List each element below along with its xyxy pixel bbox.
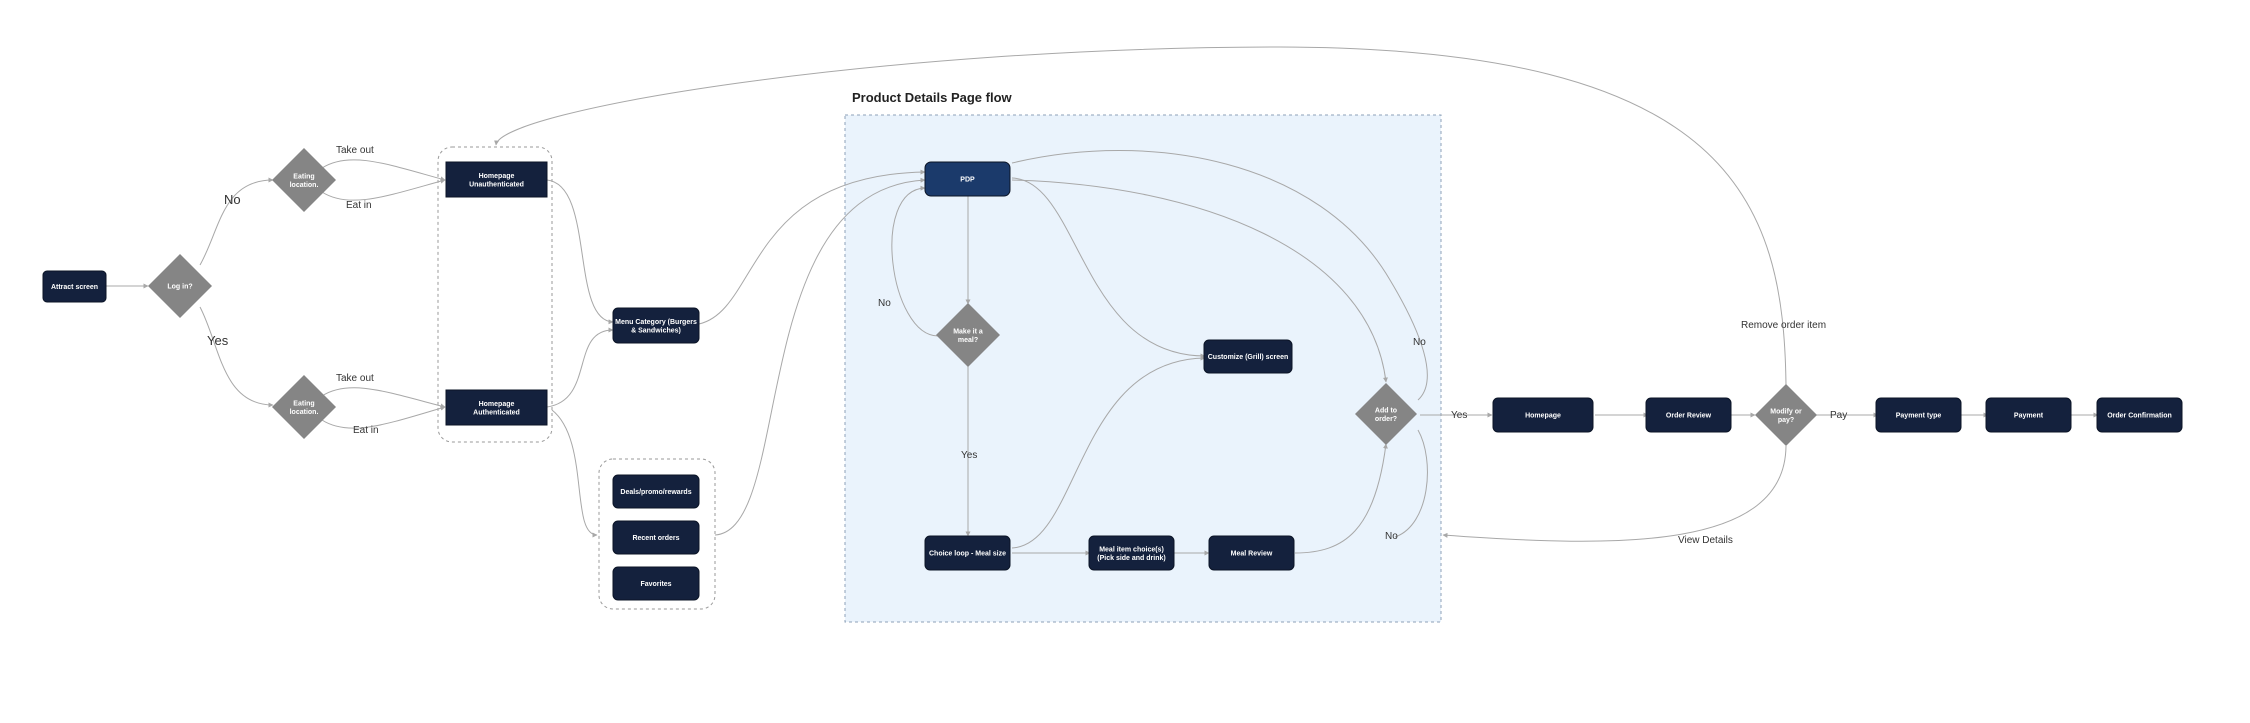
node-attract: Attract screen bbox=[42, 270, 107, 303]
node-shape bbox=[612, 474, 700, 509]
node-shape bbox=[1492, 397, 1594, 433]
node-favorites: Favorites bbox=[612, 566, 700, 601]
label-no-meal: No bbox=[878, 298, 891, 309]
panel-title: Product Details Page flow bbox=[852, 90, 1013, 105]
homepage-group bbox=[437, 146, 553, 443]
label-no-add-bottom: No bbox=[1385, 531, 1398, 542]
decision-shape bbox=[936, 303, 1000, 367]
node-label: Homepage bbox=[1525, 413, 1561, 420]
label-no-login: No bbox=[224, 192, 241, 207]
label-no-add-top: No bbox=[1413, 337, 1426, 348]
node-shape bbox=[924, 161, 1011, 197]
node-login: Log in? bbox=[148, 254, 212, 318]
decision-shape bbox=[1755, 384, 1817, 446]
node-label: Recent orders bbox=[632, 535, 679, 542]
node-confirmation: Order Confirmation bbox=[2096, 397, 2183, 433]
node-shape bbox=[1203, 339, 1293, 374]
node-meal-review: Meal Review bbox=[1208, 535, 1295, 571]
node-shape bbox=[42, 270, 107, 303]
label-takeout-bottom: Take out bbox=[336, 373, 374, 384]
node-menu-category: Menu Category (Burgers& Sandwiches) bbox=[612, 307, 700, 344]
node-order-review: Order Review bbox=[1645, 397, 1732, 433]
decision-shape bbox=[148, 254, 212, 318]
label-yes-meal: Yes bbox=[961, 450, 977, 461]
label-eatin-bottom: Eat in bbox=[353, 425, 379, 436]
label-view-details: View Details bbox=[1678, 535, 1733, 546]
label-yes-login: Yes bbox=[207, 333, 229, 348]
node-payment: Payment bbox=[1985, 397, 2072, 433]
node-shape bbox=[612, 520, 700, 555]
node-label: Meal item choice(s)(Pick side and drink) bbox=[1097, 546, 1165, 562]
node-shape bbox=[612, 307, 700, 344]
node-label: Menu Category (Burgers& Sandwiches) bbox=[615, 319, 697, 335]
decision-shape bbox=[272, 148, 336, 212]
node-label: Payment bbox=[2014, 413, 2044, 420]
decision-shape bbox=[272, 375, 336, 439]
node-shape bbox=[445, 161, 548, 198]
node-label: Favorites bbox=[640, 581, 671, 588]
node-shape bbox=[445, 389, 548, 426]
node-shape bbox=[1875, 397, 1962, 433]
node-shape bbox=[612, 566, 700, 601]
node-meal-item: Meal item choice(s)(Pick side and drink) bbox=[1088, 535, 1175, 571]
node-shape bbox=[924, 535, 1011, 571]
label-takeout-top: Take out bbox=[336, 145, 374, 156]
node-shape bbox=[1985, 397, 2072, 433]
node-label: Choice loop - Meal size bbox=[929, 551, 1006, 558]
edges bbox=[106, 46, 2099, 556]
node-shape bbox=[2096, 397, 2183, 433]
edge-labels: No Yes Take out Eat in Take out Eat in N… bbox=[207, 145, 1847, 546]
node-recent: Recent orders bbox=[612, 520, 700, 555]
node-label: Order Confirmation bbox=[2107, 413, 2172, 420]
node-label: Meal Review bbox=[1231, 551, 1273, 558]
node-label: Payment type bbox=[1896, 413, 1942, 420]
node-choice-loop: Choice loop - Meal size bbox=[924, 535, 1011, 571]
node-shape bbox=[1088, 535, 1175, 571]
node-shape bbox=[1645, 397, 1732, 433]
node-homepage: Homepage bbox=[1492, 397, 1594, 433]
node-label: Order Review bbox=[1666, 413, 1712, 420]
node-label: PDP bbox=[960, 177, 975, 184]
label-pay: Pay bbox=[1830, 410, 1847, 421]
node-label: Attract screen bbox=[51, 284, 98, 291]
node-customize: Customize (Grill) screen bbox=[1203, 339, 1293, 374]
node-deals: Deals/promo/rewards bbox=[612, 474, 700, 509]
node-label: Deals/promo/rewards bbox=[620, 489, 691, 496]
decision-shape bbox=[1355, 383, 1417, 445]
node-pdp: PDP bbox=[924, 161, 1011, 197]
label-remove-item: Remove order item bbox=[1741, 320, 1826, 331]
node-shape bbox=[1208, 535, 1295, 571]
shortcuts-group bbox=[598, 458, 716, 610]
node-label: Log in? bbox=[167, 284, 192, 291]
node-payment-type: Payment type bbox=[1875, 397, 1962, 433]
node-label: Customize (Grill) screen bbox=[1208, 354, 1289, 361]
label-eatin-top: Eat in bbox=[346, 200, 372, 211]
label-yes-add: Yes bbox=[1451, 410, 1467, 421]
